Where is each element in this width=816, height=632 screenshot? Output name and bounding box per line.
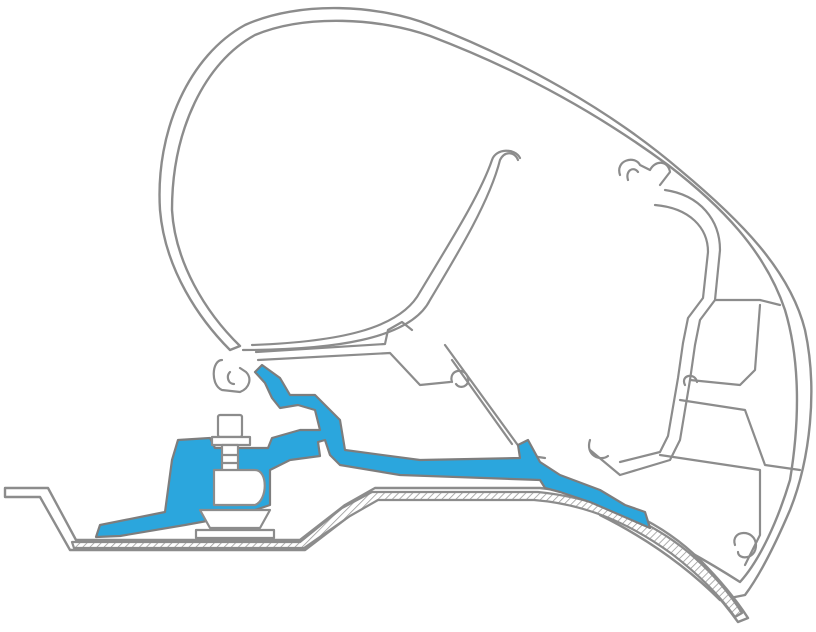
- upper-rail-2: [256, 351, 452, 387]
- front-lower-strut: [443, 343, 547, 460]
- rear-hook-mid: [682, 374, 699, 387]
- rear-hook-bottom: [733, 531, 758, 559]
- casing-front-hook: [212, 358, 251, 394]
- rear-chamber-wall: [588, 188, 722, 477]
- rear-chamber-wall-2: [618, 203, 710, 464]
- bolt-washer: [210, 435, 252, 447]
- bolt-head: [216, 413, 244, 439]
- clamp-bracket: [212, 468, 266, 507]
- awning-inner-arc-2: [250, 149, 522, 347]
- mid-hook: [450, 369, 470, 388]
- chamber-divider-2: [688, 303, 762, 387]
- adapter-profile: [94, 363, 652, 539]
- rear-hook-top-2: [626, 168, 640, 182]
- chamber-divider-3: [678, 398, 802, 472]
- clamp-foot: [198, 508, 272, 530]
- base-spacer: [194, 528, 276, 540]
- upper-rail: [254, 320, 414, 354]
- chamber-divider-4: [658, 453, 762, 567]
- casing-front-hook-2: [226, 370, 236, 386]
- rear-drop-hook: [587, 438, 610, 460]
- chamber-divider-1: [713, 298, 782, 307]
- awning-inner-arc: [241, 152, 520, 352]
- front-lower-strut-2: [450, 358, 514, 446]
- rear-hook-top: [618, 158, 672, 187]
